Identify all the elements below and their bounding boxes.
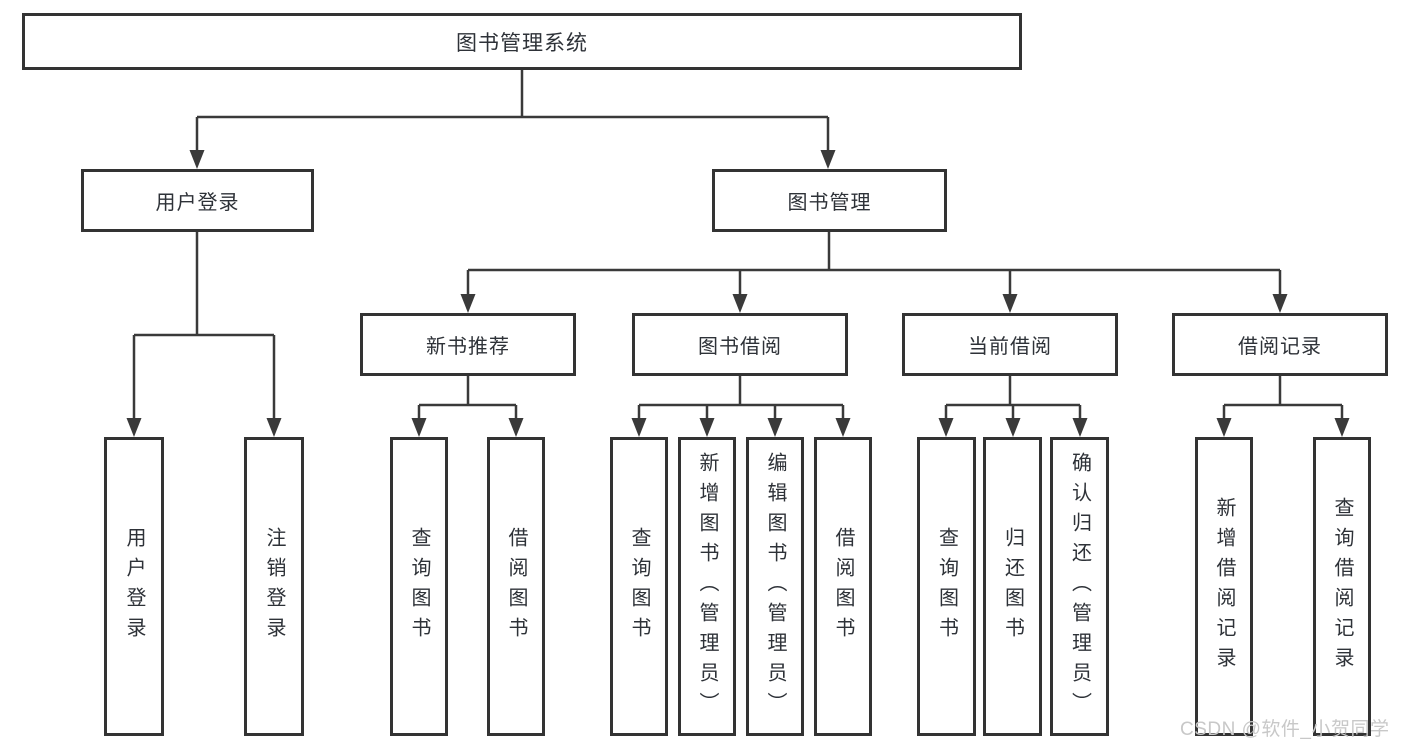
- connector-book-management-to-level3: [466, 232, 1282, 301]
- node-current-borrow: 当前借阅: [902, 313, 1118, 376]
- arrowhead-icon: [411, 418, 427, 437]
- leaf-query-books-current: 查询图书: [917, 437, 976, 736]
- arrowhead-icon: [266, 418, 282, 437]
- leaf-return-book: 归还图书: [983, 437, 1042, 736]
- arrowhead-icon: [820, 150, 836, 169]
- leaf-user-login: 用户登录: [104, 437, 164, 736]
- node-library-management-system: 图书管理系统: [22, 13, 1022, 70]
- node-user-login: 用户登录: [81, 169, 314, 232]
- connector-borrow-records-to-leaves: [1222, 376, 1344, 425]
- leaf-borrow-books-recommend: 借阅图书: [487, 437, 545, 736]
- node-new-book-recommend: 新书推荐: [360, 313, 576, 376]
- arrowhead-icon: [1002, 294, 1018, 313]
- connector-new-book-to-leaves: [417, 376, 518, 425]
- leaf-query-books-recommend: 查询图书: [390, 437, 448, 736]
- arrowhead-icon: [835, 418, 851, 437]
- connector-book-borrow-to-leaves: [637, 376, 845, 425]
- connector-user-login-to-leaves: [132, 232, 276, 425]
- node-book-management: 图书管理: [712, 169, 947, 232]
- leaf-logout: 注销登录: [244, 437, 304, 736]
- leaf-query-borrow-record: 查询借阅记录: [1313, 437, 1371, 736]
- node-borrow-records: 借阅记录: [1172, 313, 1388, 376]
- arrowhead-icon: [189, 150, 205, 169]
- arrowhead-icon: [631, 418, 647, 437]
- arrowhead-icon: [699, 418, 715, 437]
- arrowhead-icon: [1005, 418, 1021, 437]
- arrowhead-icon: [938, 418, 954, 437]
- leaf-borrow-books: 借阅图书: [814, 437, 872, 736]
- connector-current-borrow-to-leaves: [944, 376, 1082, 425]
- leaf-add-book-admin: 新增图书（管理员）: [678, 437, 736, 736]
- leaf-confirm-return-admin: 确认归还（管理员）: [1050, 437, 1109, 736]
- leaf-query-books-borrow: 查询图书: [610, 437, 668, 736]
- arrowhead-icon: [732, 294, 748, 313]
- arrowhead-icon: [1072, 418, 1088, 437]
- arrowhead-icon: [1216, 418, 1232, 437]
- connector-root-to-level2: [195, 70, 830, 157]
- arrowhead-icon: [1334, 418, 1350, 437]
- arrowhead-icon: [126, 418, 142, 437]
- arrowhead-icon: [508, 418, 524, 437]
- arrowhead-icon: [460, 294, 476, 313]
- arrowhead-icon: [1272, 294, 1288, 313]
- node-book-borrow: 图书借阅: [632, 313, 848, 376]
- leaf-add-borrow-record: 新增借阅记录: [1195, 437, 1253, 736]
- arrowhead-icon: [767, 418, 783, 437]
- csdn-watermark: CSDN @软件_小贺同学: [1180, 719, 1390, 740]
- leaf-edit-book-admin: 编辑图书（管理员）: [746, 437, 804, 736]
